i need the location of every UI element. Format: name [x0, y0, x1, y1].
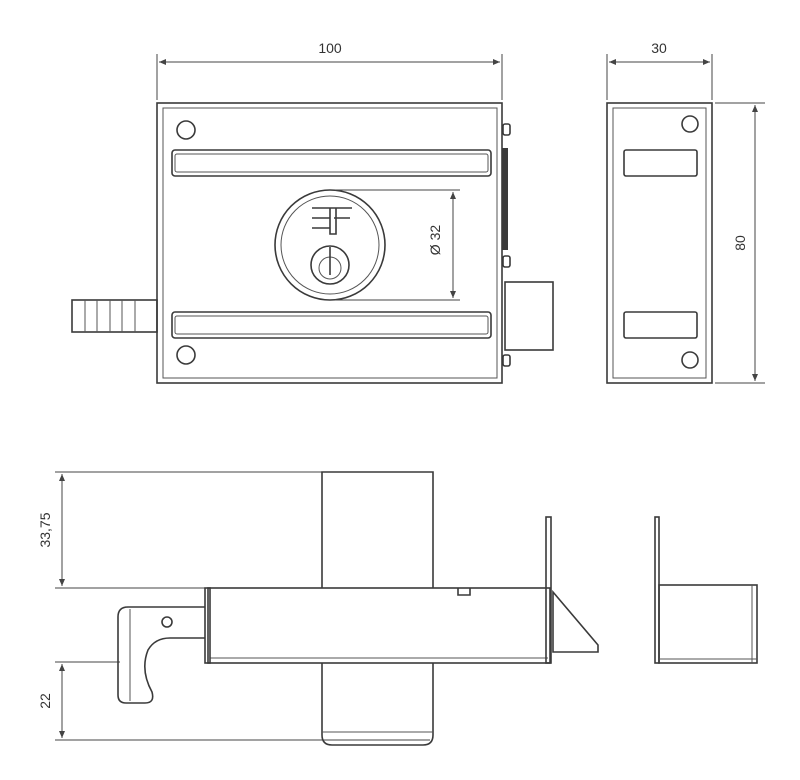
slot	[623, 149, 698, 177]
side-view: 30 80	[606, 40, 765, 384]
slot	[623, 311, 698, 339]
height-dimension-label: 80	[732, 235, 748, 251]
mounting-hole	[176, 345, 196, 365]
brand-logo-icon	[312, 207, 352, 235]
mounting-hole	[176, 120, 196, 140]
front-view: 100 Ø 32	[71, 40, 554, 384]
latch-side	[552, 589, 599, 653]
upper-offset-dimension-label: 33,75	[37, 512, 53, 547]
mounting-hole	[681, 115, 699, 133]
lower-offset-dimension-label: 22	[37, 693, 53, 709]
top-view: 33,75 22	[37, 471, 599, 746]
bolt	[71, 299, 158, 333]
strike-plate	[654, 516, 758, 664]
depth-dimension-label: 30	[651, 40, 667, 56]
lock-body	[156, 102, 503, 384]
latch	[504, 281, 554, 351]
mounting-hole	[681, 351, 699, 369]
slot	[171, 149, 492, 177]
cylinder	[274, 189, 386, 301]
lock-body-side	[207, 587, 551, 664]
width-dimension-label: 100	[318, 40, 342, 56]
slot	[171, 311, 492, 339]
keyhole-icon	[310, 245, 350, 285]
bolt-hook	[117, 606, 205, 704]
diameter-dimension-label: Ø 32	[427, 225, 443, 256]
mounting-plate	[545, 516, 552, 664]
cylinder-side	[321, 471, 434, 746]
